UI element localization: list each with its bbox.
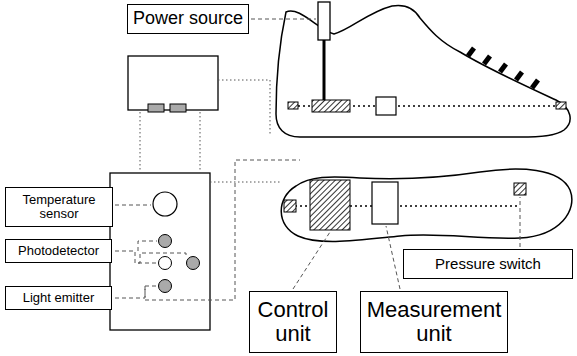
label-box: Power source (127, 4, 249, 34)
label-box: Control unit (249, 291, 337, 353)
label-box: Photodetector (5, 239, 112, 263)
label-box: Temperature sensor (5, 187, 113, 227)
label-text: Power source (133, 9, 243, 29)
label-box: Light emitter (5, 286, 112, 310)
label-text: Control unit (253, 298, 333, 346)
label-text: Pressure switch (435, 256, 541, 273)
label-text: Photodetector (18, 244, 99, 258)
label-box: Measurement unit (360, 291, 508, 353)
label-text: Measurement unit (364, 298, 504, 346)
label-text: Light emitter (23, 291, 95, 305)
label-text: Temperature sensor (9, 193, 109, 222)
label-box: Pressure switch (403, 249, 573, 279)
